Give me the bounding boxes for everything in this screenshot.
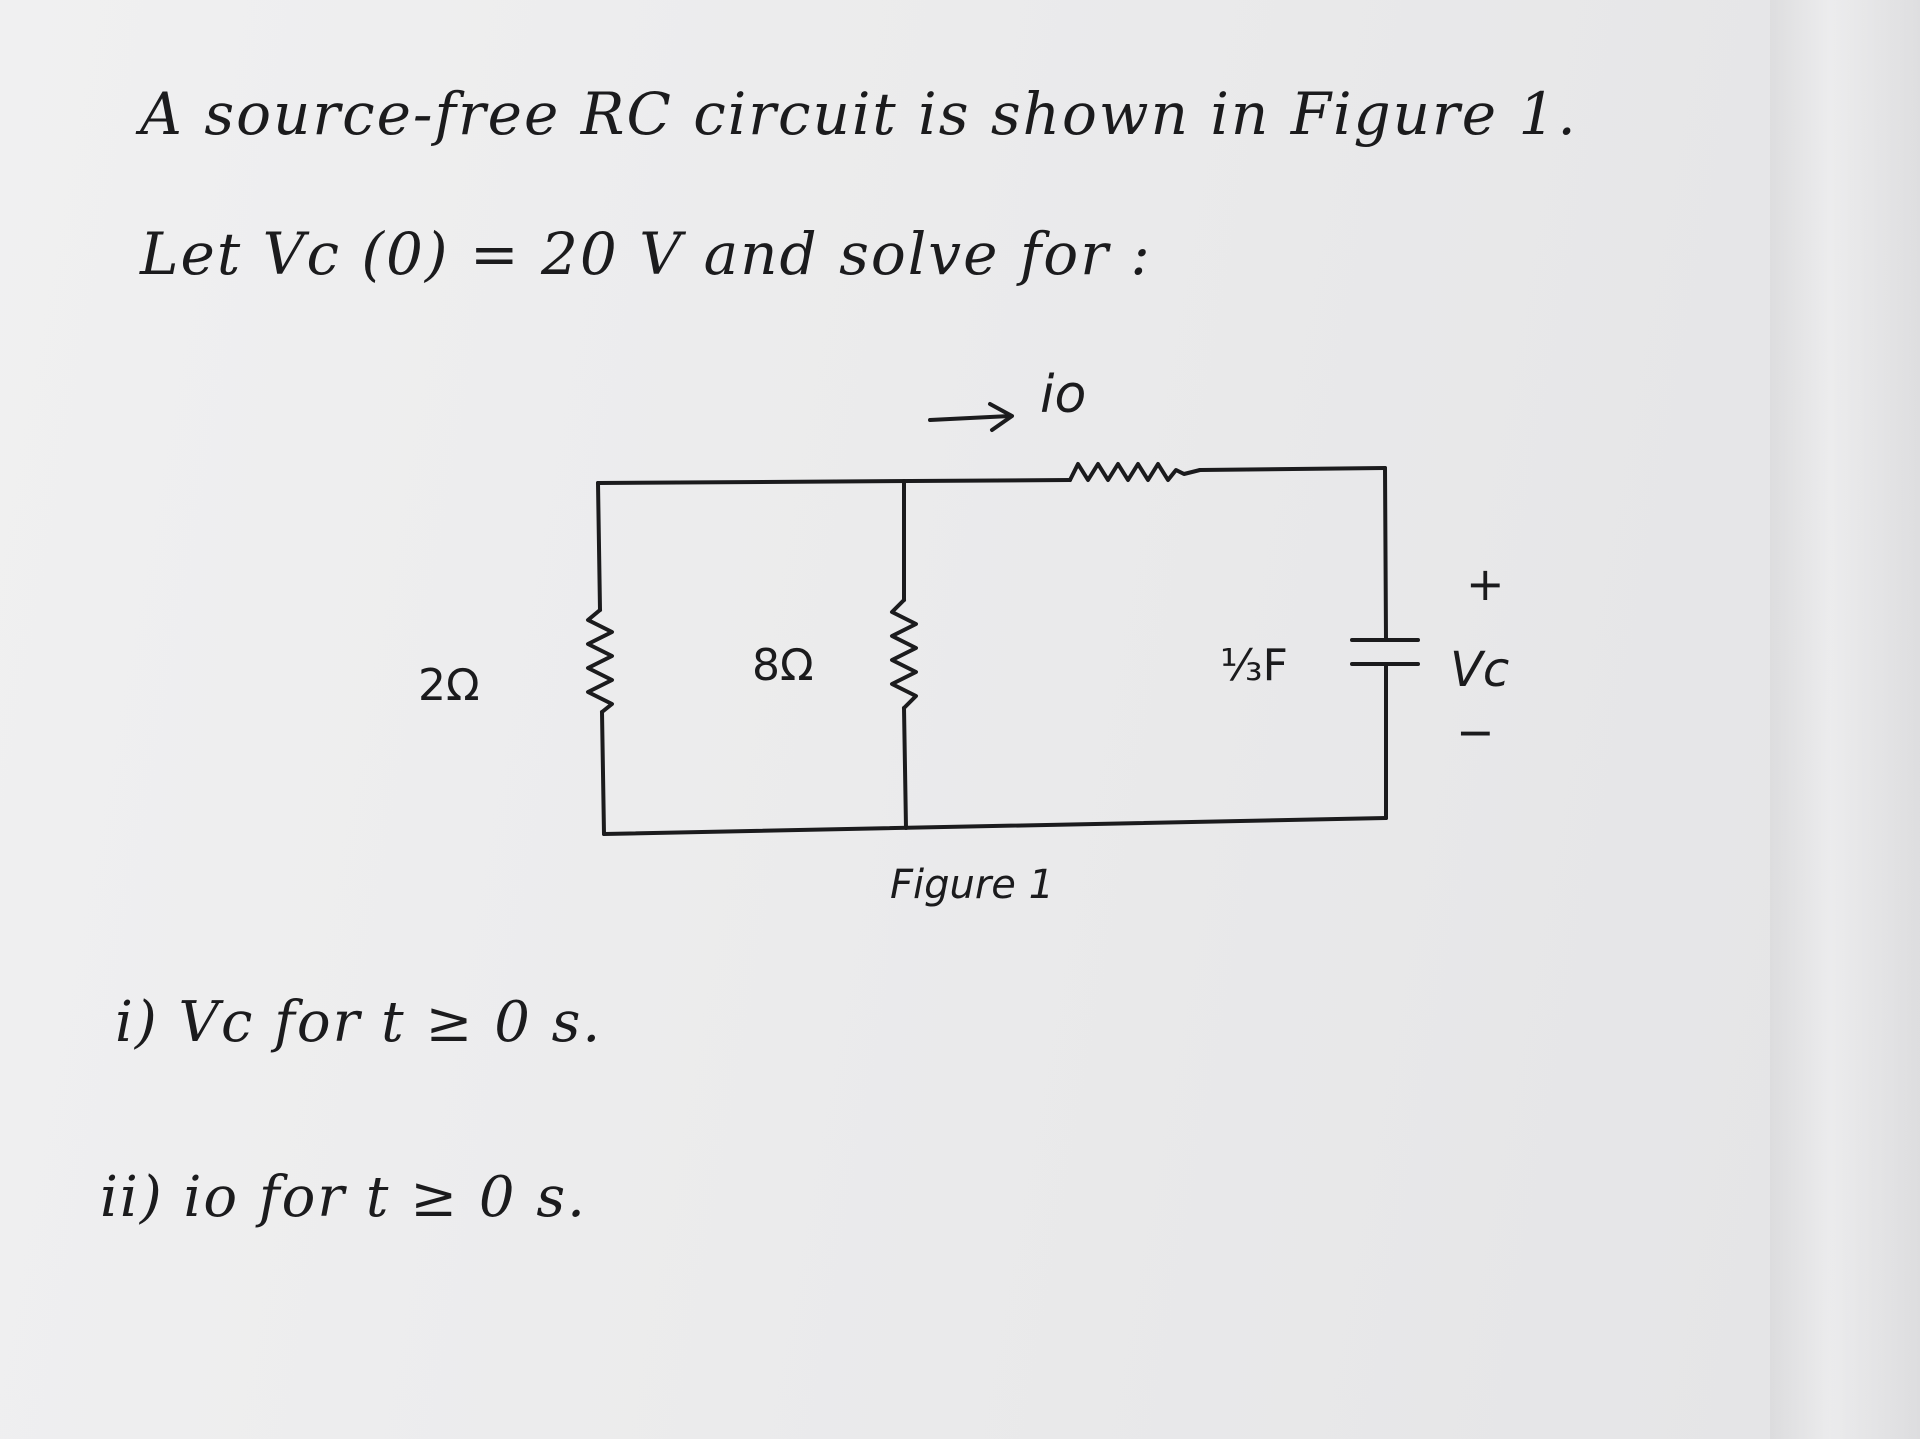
current-label: io [1040,365,1086,425]
wire-top-left [596,478,1072,485]
resistor-middle-label: 8Ω [752,640,814,691]
question-1: i) Vc for t ≥ 0 s. [115,990,603,1055]
resistor-top-zigzag [1068,462,1202,482]
wire-top-right [1198,466,1387,472]
resistor-left-label: 2Ω [418,660,480,711]
figure-caption: Figure 1 [890,862,1054,908]
problem-intro: A source-free RC circuit is shown in Fig… [140,80,1578,148]
wire-right-upper [1383,466,1388,642]
wire-middle-lower [902,706,908,830]
problem-given: Let Vc (0) = 20 V and solve for : [140,220,1152,288]
paper-fold-shadow [1770,0,1920,1439]
wire-left-lower [600,710,606,836]
voltage-label: Vc [1450,642,1509,698]
capacitor-label: ⅓F [1220,640,1288,691]
wire-left-upper [596,481,602,612]
wire-bottom [602,816,1388,836]
current-arrow-shaft [928,414,1012,422]
resistor-left-zigzag [586,608,614,714]
question-2: ii) io for t ≥ 0 s. [100,1165,587,1230]
current-arrow-head [988,402,1014,432]
resistor-middle-zigzag [890,598,918,710]
voltage-plus-sign: + [1466,557,1505,611]
voltage-minus-sign: − [1456,705,1495,759]
